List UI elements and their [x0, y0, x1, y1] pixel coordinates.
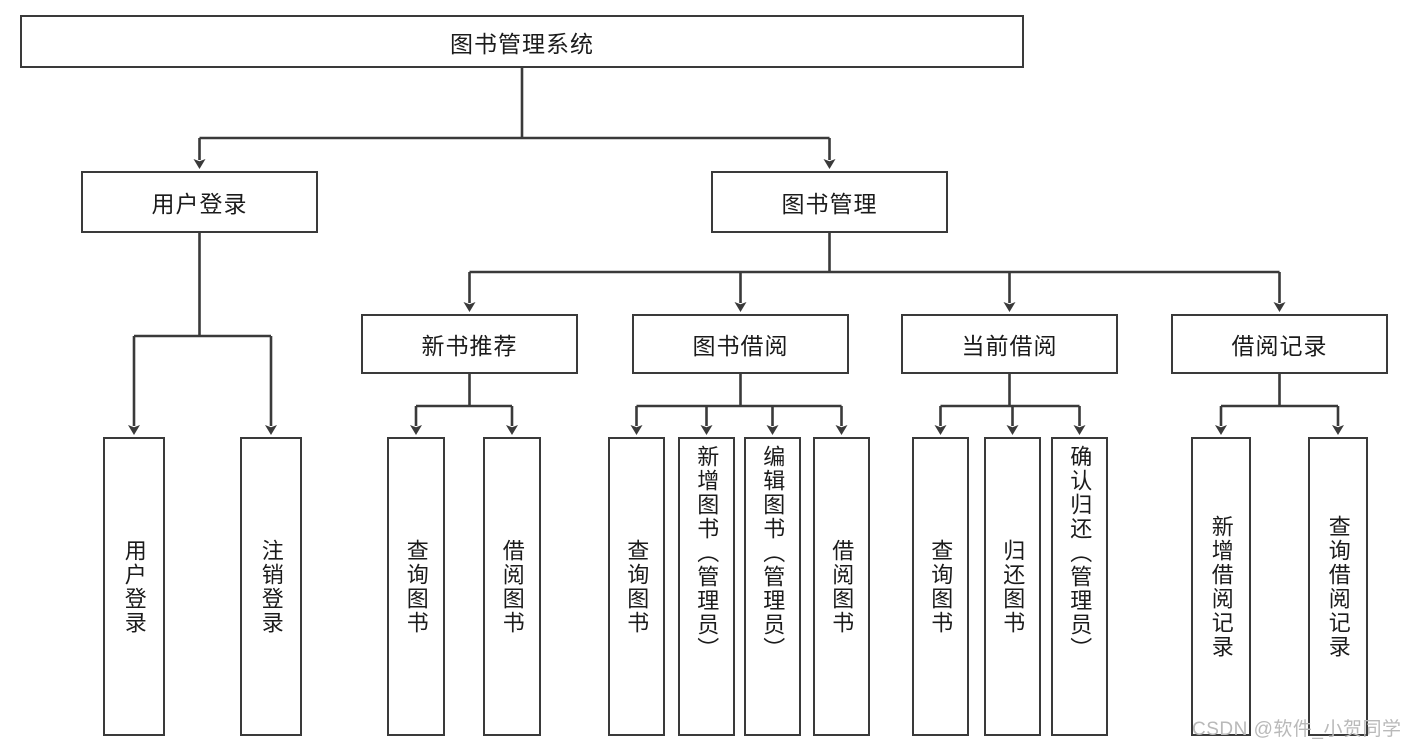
node-label-leaf-add-record: 新增借阅记录	[1208, 514, 1234, 659]
node-book-manage[interactable]: 图书管理	[711, 171, 948, 233]
node-label-leaf-return-book: 归还图书	[1000, 538, 1026, 635]
node-label-leaf-query-record: 查询借阅记录	[1325, 514, 1351, 659]
node-leaf-query-book-1[interactable]: 查询图书	[387, 437, 445, 736]
node-label-new-book-recommend: 新书推荐	[421, 333, 518, 359]
node-leaf-add-record[interactable]: 新增借阅记录	[1191, 437, 1251, 736]
node-user-login[interactable]: 用户登录	[81, 171, 318, 233]
node-leaf-borrow-book-2[interactable]: 借阅图书	[813, 437, 870, 736]
node-leaf-return-book[interactable]: 归还图书	[984, 437, 1041, 736]
node-label-leaf-user-login: 用户登录	[121, 538, 147, 635]
node-book-borrow[interactable]: 图书借阅	[632, 314, 849, 374]
node-current-borrow[interactable]: 当前借阅	[901, 314, 1118, 374]
node-root[interactable]: 图书管理系统	[20, 15, 1024, 68]
node-label-borrow-record: 借阅记录	[1231, 333, 1328, 359]
node-leaf-confirm-return[interactable]: 确认归还（管理员）	[1051, 437, 1108, 736]
node-leaf-borrow-book-1[interactable]: 借阅图书	[483, 437, 541, 736]
node-label-leaf-edit-book: 编辑图书（管理员）	[760, 445, 786, 661]
node-new-book-recommend[interactable]: 新书推荐	[361, 314, 578, 374]
node-leaf-query-record[interactable]: 查询借阅记录	[1308, 437, 1368, 736]
node-label-book-manage: 图书管理	[781, 191, 878, 217]
node-label-leaf-query-book-3: 查询图书	[928, 538, 954, 635]
node-label-leaf-borrow-book-1: 借阅图书	[499, 538, 525, 635]
node-borrow-record[interactable]: 借阅记录	[1171, 314, 1388, 374]
node-label-user-login: 用户登录	[151, 191, 248, 217]
node-leaf-edit-book[interactable]: 编辑图书（管理员）	[744, 437, 801, 736]
node-leaf-add-book[interactable]: 新增图书（管理员）	[678, 437, 735, 736]
watermark-label: CSDN @软件_小贺同学	[1192, 719, 1402, 740]
node-label-leaf-query-book-2: 查询图书	[624, 538, 650, 635]
node-label-leaf-logout: 注销登录	[258, 538, 284, 635]
node-label-leaf-borrow-book-2: 借阅图书	[829, 538, 855, 635]
node-label-current-borrow: 当前借阅	[961, 333, 1058, 359]
node-leaf-user-login[interactable]: 用户登录	[103, 437, 165, 736]
node-label-leaf-query-book-1: 查询图书	[403, 538, 429, 635]
node-leaf-query-book-2[interactable]: 查询图书	[608, 437, 665, 736]
node-leaf-query-book-3[interactable]: 查询图书	[912, 437, 969, 736]
node-label-root: 图书管理系统	[450, 30, 594, 57]
node-leaf-logout[interactable]: 注销登录	[240, 437, 302, 736]
node-label-book-borrow: 图书借阅	[692, 333, 789, 359]
node-label-leaf-add-book: 新增图书（管理员）	[694, 445, 720, 661]
node-label-leaf-confirm-return: 确认归还（管理员）	[1067, 445, 1093, 661]
